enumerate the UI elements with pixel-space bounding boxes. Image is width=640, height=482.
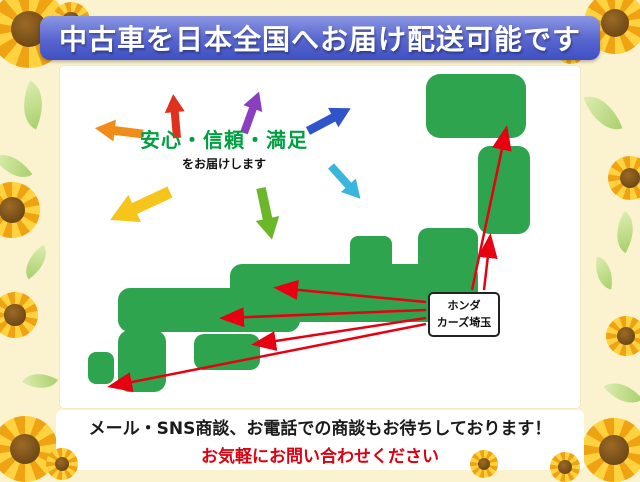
leaf-icon — [17, 244, 55, 280]
footer-line2: お気軽にお問い合わせください — [201, 446, 439, 467]
decorative-arrow-yellow — [110, 186, 173, 223]
leaf-icon — [22, 364, 58, 398]
sunflower-icon — [608, 156, 640, 200]
map-region-shikoku — [194, 334, 260, 370]
map-region-hokkaido — [426, 74, 526, 138]
dealer-label-line1: ホンダ — [447, 299, 481, 312]
delivery-arrow-tohoku — [477, 233, 498, 291]
leaf-icon — [591, 256, 617, 290]
leaf-icon — [12, 80, 54, 130]
promo-headline: 安心・信頼・満足 — [140, 128, 308, 152]
map-region-kyushu — [118, 330, 166, 392]
sunflower-icon — [582, 418, 640, 482]
dealer-label-line2: カーズ埼玉 — [436, 315, 492, 329]
promo-text: 安心・信頼・満足 をお届けします — [116, 124, 332, 172]
main-panel: 安心・信頼・満足 をお届けします ホンダ カーズ埼玉 — [60, 66, 580, 408]
map-region-chugoku — [118, 288, 300, 332]
promo-subline: をお届けします — [181, 157, 266, 171]
dealer-label: ホンダ カーズ埼玉 — [428, 292, 500, 337]
sunflower-icon — [550, 452, 580, 482]
banner-title: 中古車を日本全国へお届け配送可能です — [58, 23, 581, 56]
leaf-icon — [606, 210, 640, 254]
leaf-icon — [583, 88, 623, 138]
decorative-arrow-green — [255, 187, 280, 240]
footer: メール・SNS商談、お電話での商談もお待ちしております！ お気軽にお問い合わせく… — [56, 410, 584, 470]
leaf-icon — [0, 144, 33, 188]
sunflower-icon — [0, 292, 38, 338]
banner: 中古車を日本全国へお届け配送可能です — [40, 16, 600, 60]
sunflower-icon — [470, 450, 498, 478]
map-region-tohoku — [478, 146, 530, 234]
leaf-icon — [603, 372, 640, 414]
sunflower-icon — [606, 316, 640, 356]
sunflower-icon — [0, 182, 40, 238]
map-region-okinawa — [88, 352, 114, 384]
footer-line1: メール・SNS商談、お電話での商談もお待ちしております！ — [88, 418, 552, 439]
sunflower-icon — [46, 448, 78, 480]
